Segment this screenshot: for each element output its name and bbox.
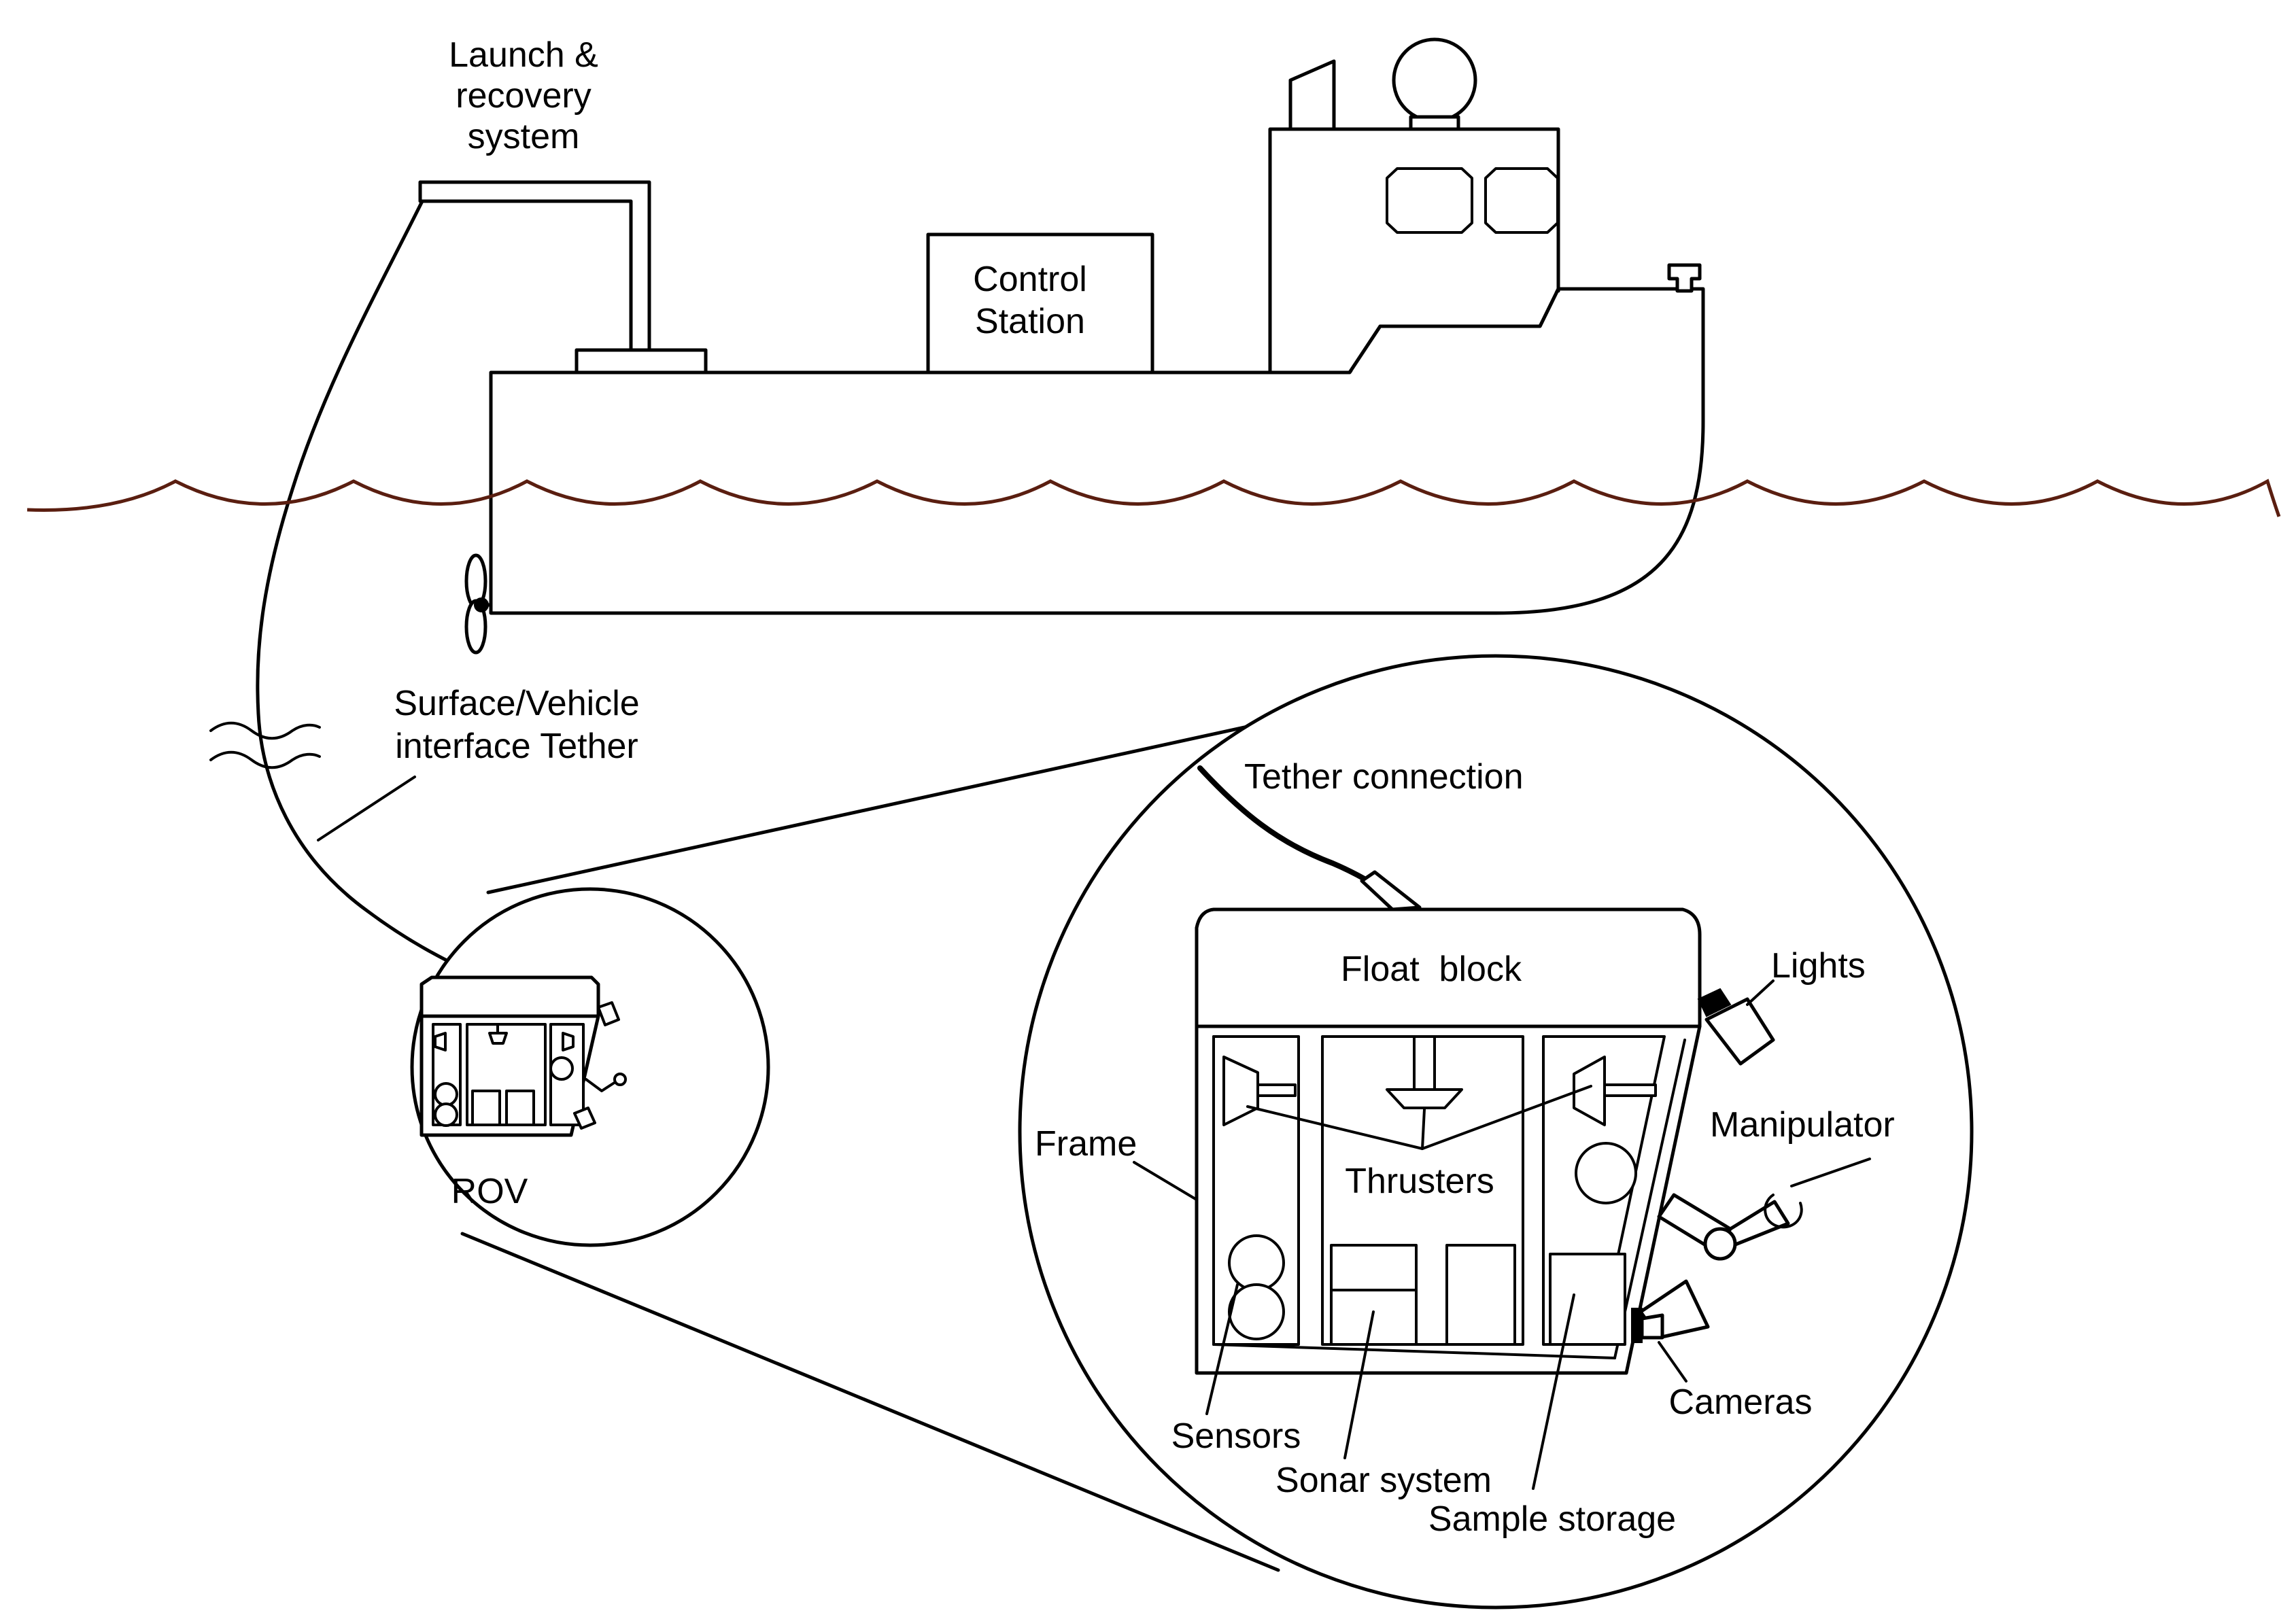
tether-cable [256,190,512,991]
sonar-box [1330,1244,1418,1346]
label-rov: ROV [451,1172,528,1211]
ship [418,37,1705,655]
bollard [1667,263,1702,293]
label-lights: Lights [1771,946,1866,986]
radar-dome [1392,37,1477,123]
label-cameras: Cameras [1669,1383,1813,1422]
label-launch-line3: system [468,117,580,156]
label-sonar-system: Sonar system [1275,1461,1492,1500]
labels: Launch & recovery system Control Station… [394,35,1894,1539]
propeller [464,553,493,655]
crane-base [575,348,708,375]
crane-arm [418,180,651,352]
label-tether-line1: Surface/Vehicle [394,684,639,723]
bridge-window-left [1386,167,1473,234]
right-sphere [1575,1142,1637,1204]
ship-hull [489,287,1705,615]
label-tether-connection: Tether connection [1244,757,1524,797]
label-control-line2: Station [975,302,1085,341]
cameras-unit [1631,1279,1710,1343]
frame-leader [1133,1161,1198,1201]
thruster-right [1573,1056,1606,1126]
sensors-leader [1205,1283,1239,1415]
storage-box-right [1549,1253,1626,1346]
water-surface [27,479,2281,517]
rov-large [1133,907,1871,1490]
float-block [1195,907,1702,1028]
tether-mount [1360,870,1422,911]
label-launch-line1: Launch & [449,35,598,75]
label-manipulator: Manipulator [1710,1105,1895,1145]
bridge-window-right [1484,167,1559,234]
label-control-line1: Control [973,260,1087,299]
sample-storage-leader [1532,1293,1575,1490]
storage-box-center [1445,1244,1516,1346]
lights-unit [1697,988,1775,1066]
lights-leader [1746,979,1775,1006]
thruster-center [1386,1088,1463,1109]
manipulator-leader [1790,1158,1871,1187]
sonar-leader [1343,1310,1375,1459]
label-thrusters: Thrusters [1345,1162,1494,1201]
sensor-bottom [1228,1283,1285,1340]
tether-leader [317,776,416,841]
control-station-box [926,232,1154,375]
label-launch-line2: recovery [456,76,591,116]
ship-funnel [1288,59,1336,131]
cameras-leader [1658,1341,1687,1383]
label-tether-line2: interface Tether [395,727,638,766]
sensor-top [1228,1234,1285,1291]
label-frame: Frame [1035,1124,1137,1164]
label-sensors: Sensors [1171,1416,1301,1456]
label-sample-storage: Sample storage [1428,1499,1676,1539]
label-float-block: Float block [1341,950,1522,989]
tether-break-marks [209,721,321,769]
manipulator-arm [1657,1193,1803,1261]
rov-small-view [410,887,770,1247]
